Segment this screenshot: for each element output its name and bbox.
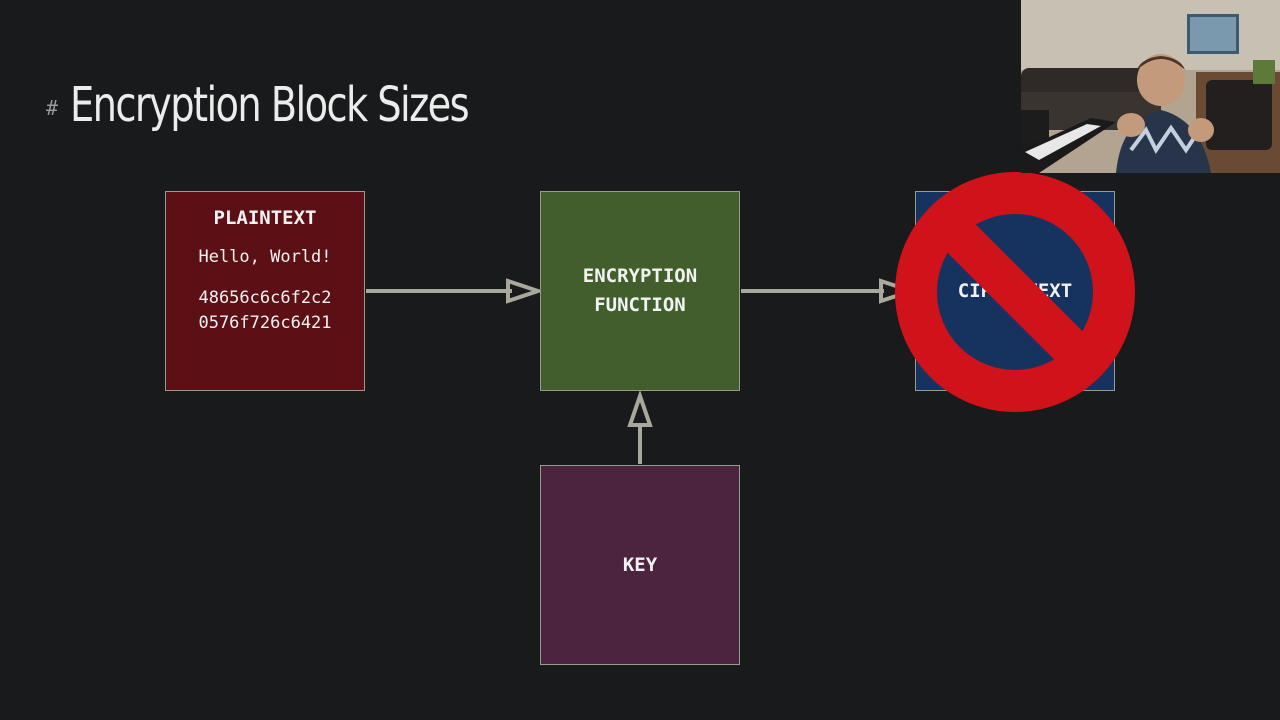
- plaintext-heading: PLAINTEXT: [213, 207, 317, 229]
- plaintext-box: PLAINTEXT Hello, World! 48656c6c6f2c2 05…: [165, 191, 365, 391]
- heading-hash: #: [46, 96, 59, 120]
- no-symbol-icon: [895, 172, 1135, 412]
- key-box: KEY: [540, 465, 740, 665]
- arrow-key-to-encryption: [627, 389, 653, 464]
- title-row: # Encryption Block Sizes: [46, 70, 568, 140]
- arrow-encryption-to-ciphertext: [741, 278, 918, 304]
- plaintext-hex-line-2: 0576f726c6421: [198, 313, 332, 333]
- plaintext-message: Hello, World!: [198, 247, 332, 267]
- arrow-plaintext-to-encryption: [366, 278, 545, 304]
- plaintext-hex: 48656c6c6f2c2 0576f726c6421: [166, 286, 364, 336]
- webcam-video: [1021, 0, 1280, 173]
- plaintext-hex-line-1: 48656c6c6f2c2: [198, 288, 332, 308]
- page-title: Encryption Block Sizes: [70, 77, 470, 133]
- encryption-function-box: ENCRYPTION FUNCTION: [540, 191, 740, 391]
- key-label: KEY: [622, 554, 658, 576]
- encryption-function-label: ENCRYPTION FUNCTION: [582, 265, 698, 316]
- presenter-webcam: [1021, 0, 1280, 173]
